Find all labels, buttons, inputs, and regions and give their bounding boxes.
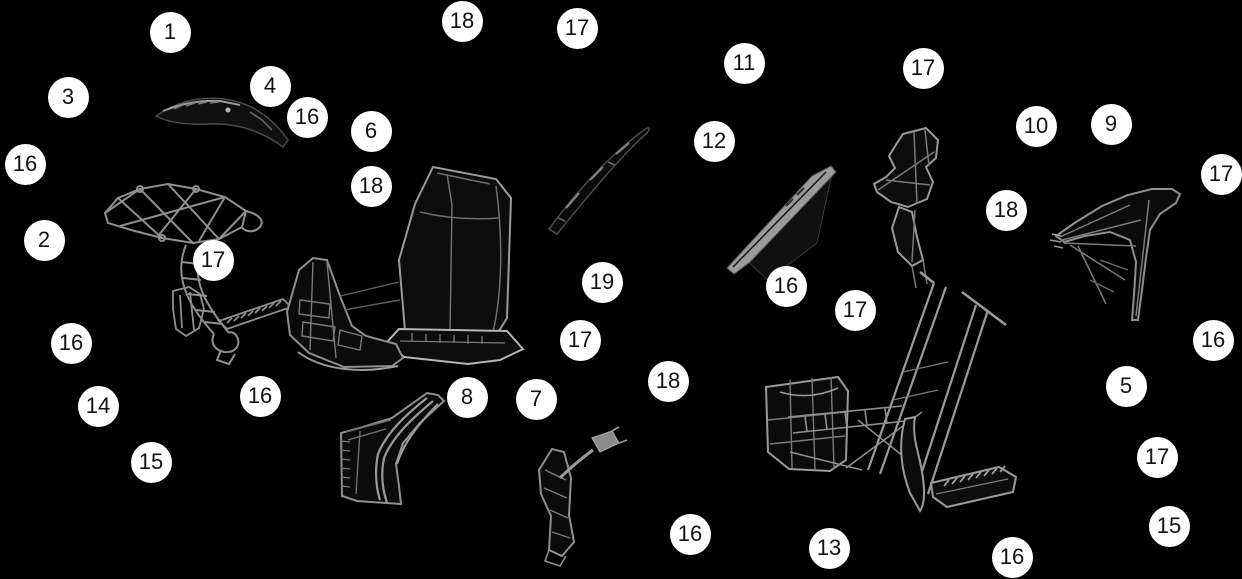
callout-balloon-17[interactable]: 17 — [556, 7, 598, 49]
callout-balloon-16[interactable]: 16 — [239, 375, 281, 417]
callout-balloon-19[interactable]: 19 — [581, 261, 623, 303]
part-footboard — [929, 465, 1018, 509]
part-cable-bracket — [537, 426, 628, 567]
callout-balloon-10[interactable]: 10 — [1015, 105, 1057, 147]
callout-balloon-16[interactable]: 16 — [50, 322, 92, 364]
callout-balloon-18[interactable]: 18 — [985, 189, 1027, 231]
callout-balloon-3[interactable]: 3 — [47, 76, 89, 118]
callout-balloon-15[interactable]: 15 — [130, 441, 172, 483]
callout-balloon-11[interactable]: 11 — [723, 42, 765, 84]
part-side-panel-right — [1049, 188, 1182, 321]
callout-balloon-16[interactable]: 16 — [4, 143, 46, 185]
callout-balloon-16[interactable]: 16 — [669, 513, 711, 555]
callout-balloon-1[interactable]: 1 — [149, 11, 191, 53]
part-hood-panel — [154, 97, 289, 149]
callout-balloon-18[interactable]: 18 — [647, 360, 689, 402]
callout-balloon-17[interactable]: 17 — [1136, 436, 1178, 478]
callout-balloon-4[interactable]: 4 — [249, 65, 291, 107]
callout-balloon-18[interactable]: 18 — [441, 0, 483, 42]
callout-balloon-6[interactable]: 6 — [350, 110, 392, 152]
callout-balloon-17[interactable]: 17 — [834, 289, 876, 331]
callout-balloon-15[interactable]: 15 — [1148, 505, 1190, 547]
callout-balloon-2[interactable]: 2 — [23, 219, 65, 261]
callout-balloon-16[interactable]: 16 — [286, 96, 328, 138]
callout-balloon-14[interactable]: 14 — [77, 385, 119, 427]
callout-balloon-8[interactable]: 8 — [446, 376, 488, 418]
part-seat-frame-right — [764, 270, 1007, 513]
part-bracket-right — [872, 126, 940, 289]
part-seat-assembly — [285, 165, 525, 371]
callout-balloon-17[interactable]: 17 — [559, 319, 601, 361]
callout-balloon-18[interactable]: 18 — [350, 165, 392, 207]
callout-balloon-13[interactable]: 13 — [808, 527, 850, 569]
part-trim-blade — [547, 127, 650, 235]
callout-balloon-17[interactable]: 17 — [1200, 153, 1242, 195]
callout-balloon-16[interactable]: 16 — [1192, 319, 1234, 361]
part-mount-bracket — [172, 286, 205, 338]
callout-balloon-17[interactable]: 17 — [192, 239, 234, 281]
callout-balloon-16[interactable]: 16 — [765, 265, 807, 307]
part-fender-left — [339, 391, 446, 506]
part-windshield — [726, 165, 837, 281]
part-frame-bracket-left — [103, 182, 263, 245]
callout-balloon-5[interactable]: 5 — [1105, 365, 1147, 407]
callout-balloon-7[interactable]: 7 — [515, 378, 557, 420]
callout-balloon-9[interactable]: 9 — [1090, 103, 1132, 145]
callout-balloon-16[interactable]: 16 — [991, 536, 1033, 578]
callout-balloon-17[interactable]: 17 — [902, 47, 944, 89]
callout-balloon-12[interactable]: 12 — [693, 120, 735, 162]
